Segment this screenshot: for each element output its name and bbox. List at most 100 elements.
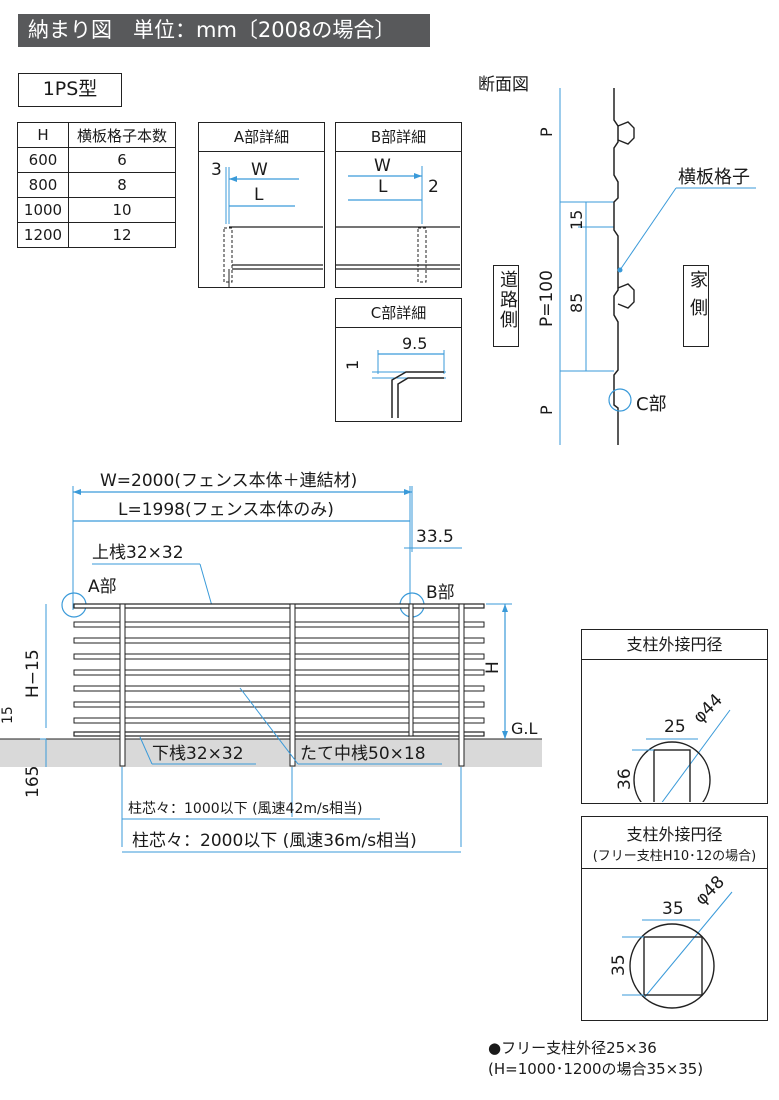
leader-line [139,736,153,765]
table-cell: 600 [17,147,69,173]
house-side-text: 家側 [687,270,708,326]
top-rail [73,603,485,609]
table-row: 800 8 [17,172,176,198]
detail-a-dim-l: L [254,185,264,205]
section-p-eq: P=100 [537,270,557,327]
circle1-width: 25 [664,717,686,737]
section-p-top: P [537,127,556,137]
page-title: 納まり図 単位：mm〔2008の場合〕 [18,14,430,47]
circle2-width: 35 [662,899,684,919]
detail-a-title: A部詳細 [199,123,324,152]
section-p-bottom: P [537,405,556,415]
section-dim-15: 15 [567,210,586,230]
detail-a-dim-3: 3 [211,160,222,180]
detail-c-drawing: 9.5 1 [343,334,446,418]
table-header-row: H 横板格子本数 [17,122,176,148]
detail-a-box: A部詳細 3 W L [198,122,325,288]
h-label: H [483,661,503,674]
diameter-line [643,891,733,999]
house-side-label: 家側 [683,265,709,347]
slat [73,717,485,724]
lattice-fold [617,283,635,309]
detail-b-dim-l: L [378,177,388,197]
b-part-label: B部 [426,583,455,603]
dim-165-label: 165 [23,766,43,798]
circumscribed-circle [629,923,715,1009]
lattice-fold [617,121,635,145]
mid-post-label: たて中桟50×18 [300,744,426,764]
detail-c-dim-1: 1 [343,360,362,370]
table-cell: 10 [68,197,176,223]
dim-l-label: L=1998(フェンス本体のみ) [118,500,334,520]
lattice-label: 横板格子 [678,167,750,188]
circle2-diameter: φ48 [691,872,728,909]
table-row: 1200 12 [17,222,176,248]
slat [73,621,485,628]
section-dim-85: 85 [567,293,586,313]
pitch-2000-label: 柱芯々：2000以下 (風速36m/s相当) [132,831,417,851]
slat [73,653,485,660]
post [289,603,296,767]
pitch-1000-label: 柱芯々：1000以下 (風速42m/s相当) [128,801,362,817]
post-circle-title-1: 支柱外接円径 [582,630,767,660]
circle2-height: 35 [609,954,629,976]
detail-c-title: C部詳細 [336,299,461,328]
detail-b-box: B部詳細 W L 2 [335,122,462,288]
ground [0,739,542,767]
post-outline [417,227,427,283]
arrow-head [404,489,412,495]
table-cell: 1200 [17,222,69,248]
connector [408,603,414,737]
lattice-count-table: H 横板格子本数 600 6 800 8 1000 10 1200 12 [17,122,176,248]
table-header: H [17,122,69,148]
post-circle-box-1: 支柱外接円径 25 φ44 36 [581,629,768,804]
post [458,603,465,767]
slat [73,685,485,692]
footnote-line-1: ●フリー支柱外径25×36 [488,1039,657,1057]
table-cell: 6 [68,147,176,173]
post [119,603,126,767]
leader-line [619,187,677,271]
post-circle-title-2: 支柱外接円径 [626,825,723,844]
leader-line [239,687,299,765]
fence-panel [73,603,485,767]
dim-15-label: 15 [0,706,16,724]
post-circle-drawing-1: 25 φ44 36 [615,690,731,802]
slat [73,637,485,644]
footnote-line-2: (H=1000･1200の場合35×35) [488,1060,704,1078]
road-side-text: 道路側 [497,270,518,330]
a-part-label: A部 [88,577,117,597]
detail-b-drawing: W L 2 [336,156,460,283]
h-minus-label: H−15 [23,649,43,698]
arrow-head [414,173,422,179]
dim-335-label: 33.5 [416,527,454,547]
section-title: 断面図 [478,75,529,95]
section-view: 断面図 P P P=100 15 85 横板格子 C部 [478,75,756,445]
lip-profile [397,377,444,418]
post-outline [223,227,233,283]
table-row: 1000 10 [17,197,176,223]
detail-c-box: C部詳細 9.5 1 [335,298,462,422]
leader-dot [617,267,623,273]
section-c-part: C部 [636,394,667,415]
detail-c-dim-95: 9.5 [402,334,427,353]
post-circle-subtitle-2: (フリー支柱H10･12の場合) [592,849,757,864]
slat [73,669,485,676]
table-row: 600 6 [17,147,176,173]
footnote: ●フリー支柱外径25×36 (H=1000･1200の場合35×35) [488,1038,703,1080]
slat [73,701,485,708]
arrow-head [229,176,237,182]
post-section [653,749,691,802]
detail-b-title: B部詳細 [336,123,461,152]
table-cell: 1000 [17,197,69,223]
circle1-height: 36 [615,768,635,790]
post-circle-head-2: 支柱外接円径 (フリー支柱H10･12の場合) [582,817,767,869]
detail-a-drawing: 3 W L [211,160,323,288]
arrow-head [73,489,81,495]
circumscribed-circle [633,741,711,802]
detail-b-dim-2: 2 [428,177,439,197]
gl-label: G.L [511,719,537,738]
bottom-rail [73,731,485,737]
detail-b-dim-w: W [374,156,391,176]
lip-profile [391,371,444,418]
